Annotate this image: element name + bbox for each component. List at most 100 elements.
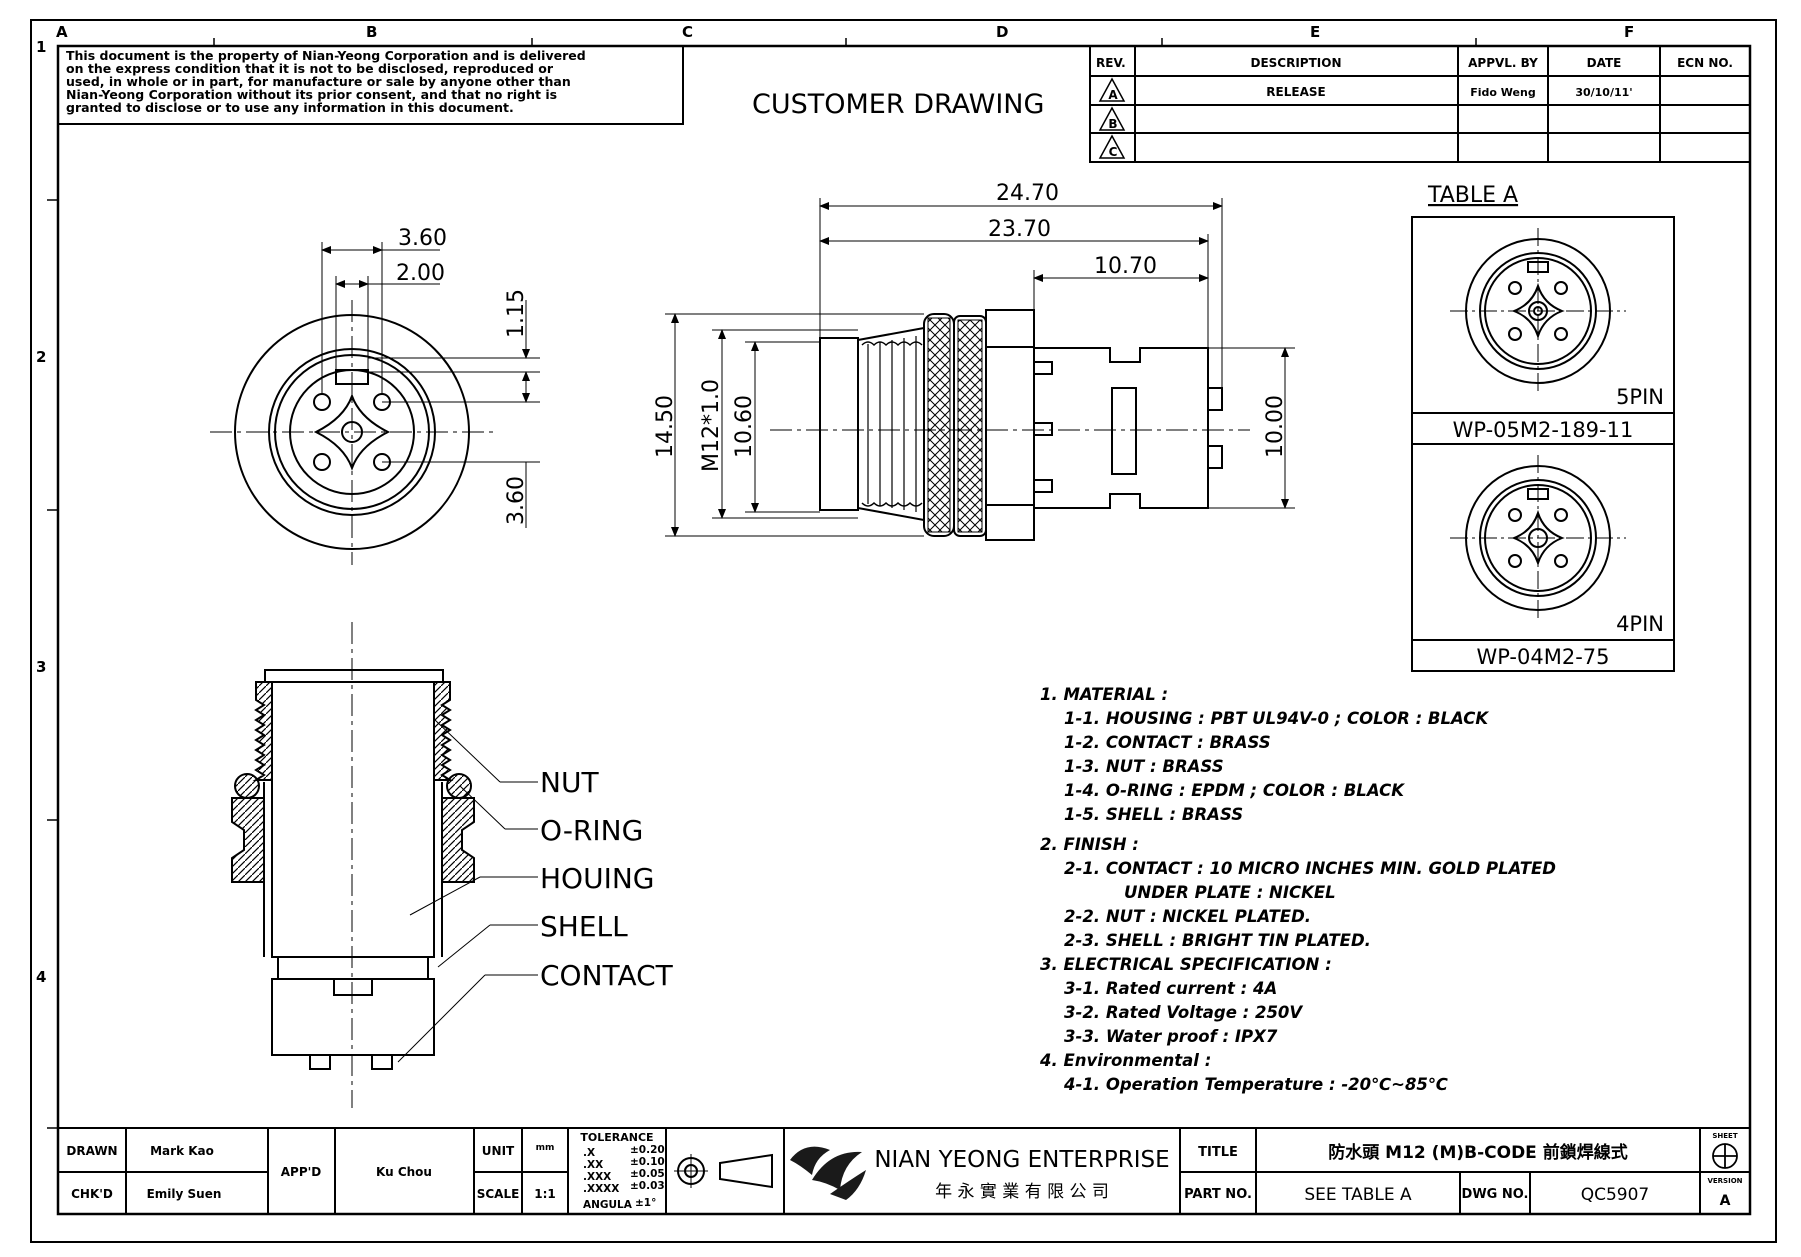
unit-label: UNIT [482, 1144, 515, 1158]
scale-label: SCALE [477, 1187, 520, 1201]
spec-line: 4. Environmental : [1039, 1051, 1211, 1070]
zone-labels: A B C D E F 1 2 3 4 [36, 23, 1634, 986]
unit-value: mm [536, 1143, 555, 1153]
spec-line: 3-2. Rated Voltage : 250V [1064, 1003, 1303, 1022]
spec-line: 2. FINISH : [1040, 835, 1139, 854]
company-logo-icon [790, 1146, 866, 1200]
rev-c: C [1109, 145, 1118, 159]
dim-10-00: 10.00 [1263, 395, 1288, 458]
sheet-symbol-icon [1712, 1143, 1738, 1169]
col-letter: D [996, 23, 1008, 41]
col-letter: C [682, 23, 693, 41]
row-number: 1 [36, 38, 46, 56]
notice-line: This document is the property of Nian-Ye… [66, 48, 586, 63]
version-value: A [1720, 1193, 1731, 1209]
rev-a: A [1108, 88, 1118, 102]
appd-name: Ku Chou [376, 1165, 432, 1179]
side-view [770, 309, 1250, 541]
scale-value: 1:1 [534, 1187, 556, 1201]
title-value: 防水頭 M12 (M)B-CODE 前鎖焊線式 [1328, 1142, 1627, 1163]
label-o-ring: O-RING [540, 814, 643, 847]
spec-line: 4-1. Operation Temperature : -20℃~85℃ [1063, 1075, 1448, 1094]
title-block: DRAWN Mark Kao CHK'D Emily Suen APP'D Ku… [57, 1127, 1751, 1215]
rev-b: B [1108, 117, 1117, 131]
dim-24-70: 24.70 [996, 181, 1059, 206]
dim-10-70: 10.70 [1094, 254, 1157, 279]
variant-5pin-label: 5PIN [1616, 385, 1664, 409]
spec-line: 3-1. Rated current : 4A [1064, 979, 1277, 998]
tol-key: .XX [583, 1159, 603, 1171]
date-header: DATE [1587, 56, 1622, 70]
row-number: 3 [36, 658, 46, 676]
description-header: DESCRIPTION [1250, 56, 1341, 70]
drawing-title: CUSTOMER DRAWING [752, 89, 1044, 120]
drawn-name: Mark Kao [150, 1144, 214, 1158]
col-letter: B [366, 23, 377, 41]
chkd-label: CHK'D [71, 1187, 113, 1201]
variant-5pin-part: WP-05M2-189-11 [1453, 418, 1634, 442]
notice-line: on the express condition that it is not … [66, 61, 554, 76]
dim-thread: M12*1.0 [699, 379, 724, 472]
dim-2-00: 2.00 [396, 261, 445, 286]
front-view-dimensions [321, 242, 540, 528]
front-view-dim-labels: 3.60 2.00 1.15 3.60 [396, 226, 529, 525]
spec-line: 1-5. SHELL : BRASS [1064, 805, 1243, 824]
zone-markers [47, 38, 1477, 1129]
tol-key: ANGULA [583, 1199, 633, 1211]
tol-val: ±0.05 [630, 1168, 665, 1180]
spec-line: 2-2. NUT : NICKEL PLATED. [1064, 907, 1311, 926]
dim-3-60-top: 3.60 [398, 226, 447, 251]
label-housing: HOUING [540, 862, 655, 895]
sheet-label: SHEET [1712, 1132, 1737, 1140]
spec-line: 1-1. HOUSING : PBT UL94V-0 ; COLOR : BLA… [1064, 709, 1489, 728]
label-contact: CONTACT [540, 959, 674, 992]
col-letter: F [1624, 23, 1634, 41]
tolerance-label: TOLERANCE [580, 1131, 653, 1144]
company-name-zh: 年 永 實 業 有 限 公 司 [935, 1182, 1109, 1202]
pin-layout-5pin [1450, 228, 1626, 395]
label-shell: SHELL [540, 910, 628, 943]
property-notice: This document is the property of Nian-Ye… [57, 45, 684, 125]
specification-notes: 1. MATERIAL : 1-1. HOUSING : PBT UL94V-0… [1039, 685, 1556, 1094]
side-view-dimensions [665, 198, 1295, 537]
notice-line: Nian-Yeong Corporation without its prior… [66, 87, 557, 102]
front-view [210, 300, 495, 565]
version-label: VERSION [1707, 1177, 1742, 1185]
section-labels: NUT O-RING HOUING SHELL CONTACT [540, 766, 674, 992]
company-name-en: NIAN YEONG ENTERPRISE [874, 1147, 1169, 1173]
notice-line: used, in whole or in part, for manufactu… [66, 74, 571, 89]
tol-key: .XXX [583, 1171, 611, 1183]
tol-val: ±0.03 [630, 1180, 665, 1192]
row-number: 4 [36, 968, 46, 986]
table-a-title: TABLE A [1427, 183, 1518, 208]
pin-layout-4pin [1450, 455, 1626, 622]
tol-val: ±1° [635, 1197, 656, 1209]
spec-line: 1. MATERIAL : [1040, 685, 1168, 704]
tol-key: .XXXX [583, 1183, 619, 1195]
section-view [231, 622, 475, 1108]
dim-14-50: 14.50 [653, 395, 678, 458]
dim-1-15: 1.15 [504, 289, 529, 338]
label-nut: NUT [540, 766, 599, 799]
col-letter: A [56, 23, 68, 41]
spec-line: 1-3. NUT : BRASS [1064, 757, 1224, 776]
notice-line: granted to disclose or to use any inform… [66, 100, 514, 115]
drawn-label: DRAWN [66, 1144, 117, 1158]
rev-a-description: RELEASE [1266, 85, 1325, 99]
revision-table: REV. DESCRIPTION APPVL. BY DATE ECN NO. … [1089, 45, 1751, 163]
tol-val: ±0.10 [630, 1156, 665, 1168]
tol-val: ±0.20 [630, 1144, 665, 1156]
spec-line: 3-3. Water proof : IPX7 [1064, 1027, 1278, 1046]
spec-line: 3. ELECTRICAL SPECIFICATION : [1040, 955, 1332, 974]
variant-4pin-part: WP-04M2-75 [1476, 645, 1609, 669]
section-leaders [397, 719, 538, 1063]
dim-3-60-side: 3.60 [504, 476, 529, 525]
col-letter: E [1310, 23, 1320, 41]
row-number: 2 [36, 348, 46, 366]
rev-a-date: 30/10/11' [1575, 86, 1632, 99]
side-view-dim-labels: 24.70 23.70 10.70 14.50 M12*1.0 10.60 10… [653, 181, 1288, 472]
part-no-label: PART NO. [1184, 1187, 1252, 1202]
variant-4pin-label: 4PIN [1616, 612, 1664, 636]
title-label: TITLE [1198, 1145, 1238, 1160]
